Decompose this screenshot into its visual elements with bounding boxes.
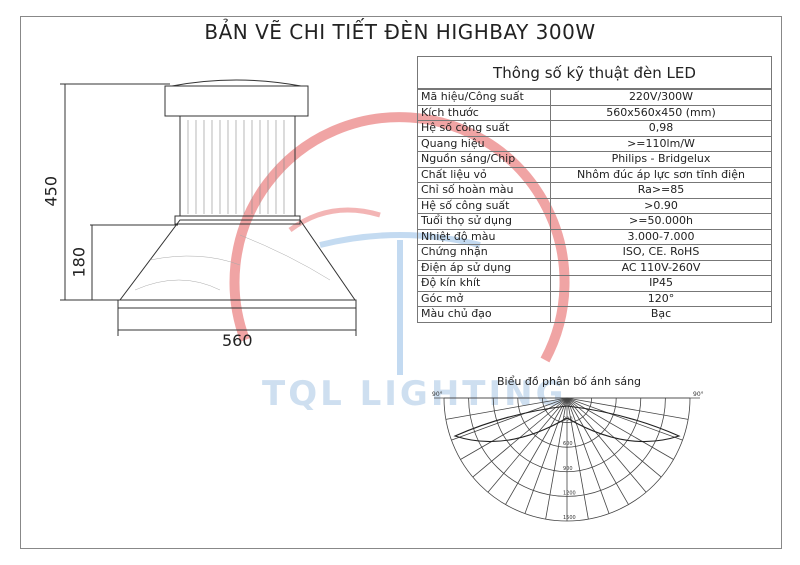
- polar-spoke: [566, 397, 589, 520]
- page-title: BẢN VẼ CHI TIẾT ĐÈN HIGHBAY 300W: [204, 20, 596, 44]
- polar-ring-label: 600: [563, 441, 573, 447]
- spec-value: 220V/300W: [550, 89, 772, 106]
- spec-value: >=110lm/W: [550, 135, 772, 152]
- polar-spoke: [524, 397, 568, 514]
- polar-spoke: [505, 397, 568, 505]
- dimension-label-560: 560: [222, 331, 253, 350]
- lamp-rim: [117, 299, 357, 309]
- polar-spoke: [566, 397, 647, 493]
- spec-key: Chứng nhận: [417, 244, 551, 261]
- polar-ring-label: 300: [563, 417, 573, 423]
- polar-spoke: [566, 397, 689, 420]
- spec-row: Hệ số công suất>0.90: [417, 197, 772, 214]
- polar-spoke: [566, 397, 629, 505]
- polar-spoke: [445, 397, 568, 420]
- polar-spoke: [566, 397, 683, 441]
- spec-value: Bạc: [550, 306, 772, 323]
- spec-key: Kích thước: [417, 104, 551, 121]
- spec-key: Nguồn sáng/Chip: [417, 151, 551, 168]
- spec-value: AC 110V-260V: [550, 259, 772, 276]
- spec-key: Tuổi thọ sử dụng: [417, 213, 551, 230]
- polar-spoke: [545, 397, 568, 520]
- polar-chart-title: Biểu đồ phân bố ánh sáng: [497, 375, 642, 388]
- polar-angle-right: 90°: [693, 391, 704, 398]
- polar-spoke: [566, 397, 610, 514]
- spec-value: Nhôm đúc áp lực sơn tĩnh điện: [550, 166, 772, 183]
- polar-spoke: [451, 397, 568, 441]
- polar-ring-label: 1200: [563, 490, 576, 496]
- spec-row: Quang hiệu>=110lm/W: [417, 135, 772, 152]
- spec-table-heading: Thông số kỹ thuật đèn LED: [417, 56, 772, 89]
- drawing-sheet-border: [20, 16, 782, 549]
- polar-distribution-curve: [453, 405, 681, 443]
- polar-angle-left: 90°: [432, 391, 443, 398]
- polar-ring-label: 900: [563, 466, 573, 472]
- spec-key: Màu chủ đạo: [417, 306, 551, 323]
- spec-key: Độ kín khít: [417, 275, 551, 292]
- spec-key: Nhiệt độ màu: [417, 228, 551, 245]
- spec-key: Điện áp sử dụng: [417, 259, 551, 276]
- spec-value: 560x560x450 (mm): [550, 104, 772, 121]
- spec-key: Hệ số công suất: [417, 120, 551, 137]
- polar-spoke: [487, 397, 568, 493]
- spec-key: Quang hiệu: [417, 135, 551, 152]
- spec-row: Tuổi thọ sử dụng>=50.000h: [417, 213, 772, 230]
- polar-ring-label: 1500: [563, 515, 576, 521]
